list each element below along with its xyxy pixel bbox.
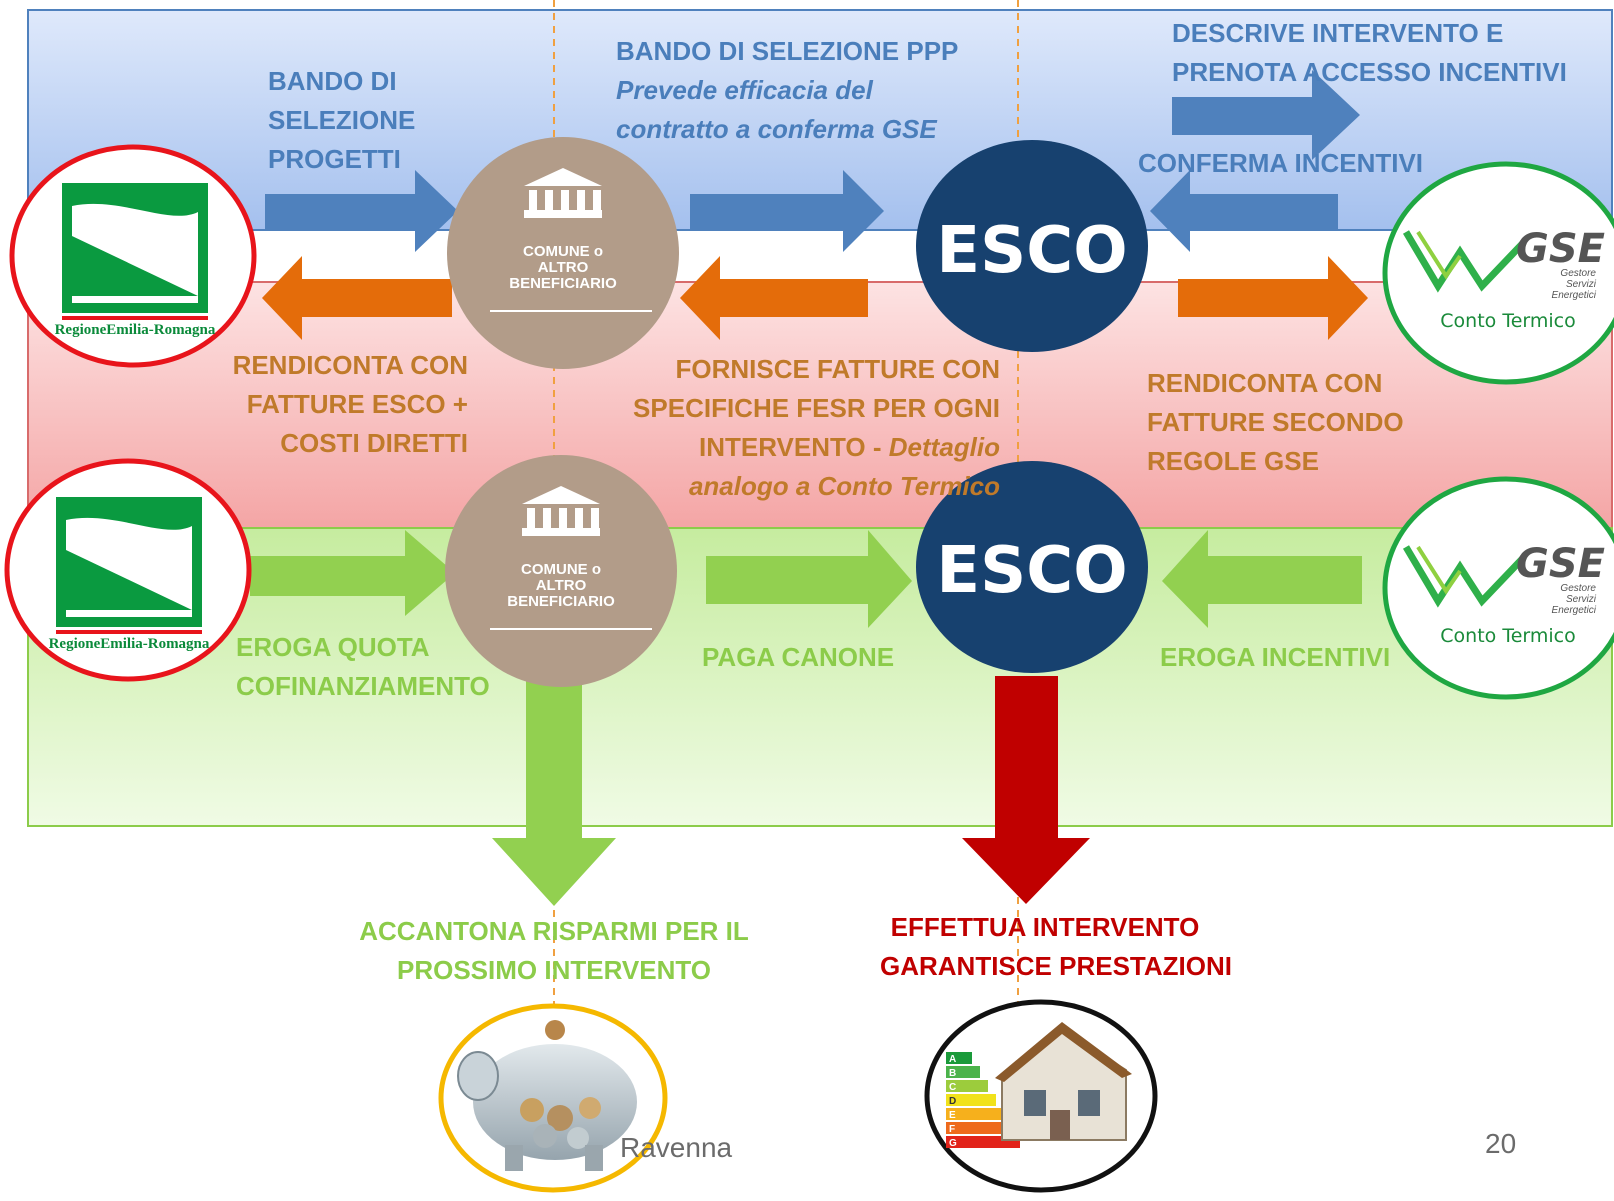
conto-termico-bottom: Conto Termico <box>1440 625 1575 647</box>
fornisce-line3-plain: INTERVENTO - <box>699 432 889 462</box>
eroga-quota-line1: EROGA QUOTA <box>236 632 430 662</box>
fornisce-line4: analogo a Conto Termico <box>688 471 1000 501</box>
energy-class-b: B <box>949 1068 956 1079</box>
rendiconta-gse-line1: RENDICONTA CON <box>1147 368 1383 398</box>
energy-class-f: F <box>949 1124 955 1135</box>
energy-class-g: G <box>949 1138 957 1149</box>
bando-progetti-line3: PROGETTI <box>268 144 401 174</box>
comune-label-bottom-line3: BENEFICIARIO <box>507 593 615 610</box>
gse-sub-top-1: Gestore <box>1560 268 1596 279</box>
arrow-regione-to-comune <box>265 170 458 252</box>
rendiconta-esco-line1: RENDICONTA CON <box>232 350 468 380</box>
gse-logo-top <box>1382 161 1614 385</box>
regione-label-top: RegioneEmilia-Romagna <box>55 322 216 338</box>
accantona-line1: ACCANTONA RISPARMI PER IL <box>359 916 749 946</box>
energy-class-e: E <box>949 1110 956 1121</box>
bando-ppp-sub-line2: contratto a conferma GSE <box>616 114 937 144</box>
bando-progetti-line2: SELEZIONE <box>268 105 416 135</box>
footer-location: Ravenna <box>620 1132 733 1163</box>
comune-label-bottom-line1: COMUNE o <box>521 561 601 578</box>
fornisce-line2: SPECIFICHE FESR PER OGNI <box>633 393 1000 423</box>
gse-logo-bottom <box>1382 476 1614 700</box>
esco-node-top <box>916 140 1148 352</box>
arrow-comune-to-regione-rendiconta <box>262 256 452 340</box>
regione-logo-top <box>9 144 257 368</box>
energy-class-d: D <box>949 1096 956 1107</box>
energy-class-a: A <box>949 1054 956 1065</box>
rendiconta-gse-line2: FATTURE SECONDO <box>1147 407 1404 437</box>
fornisce-line3: INTERVENTO - Dettaglio <box>699 428 1000 466</box>
gse-sub-bottom-3: Energetici <box>1552 605 1597 616</box>
regione-label-bottom: RegioneEmilia-Romagna <box>49 636 210 652</box>
conferma-label: CONFERMA INCENTIVI <box>1138 148 1424 178</box>
eroga-quota-line2: COFINANZIAMENTO <box>236 671 490 701</box>
arrow-comune-to-esco <box>690 170 884 252</box>
bando-progetti-line1: BANDO DI <box>268 66 397 96</box>
fornisce-line3-italic: Dettaglio <box>888 432 1000 462</box>
effettua-line2: GARANTISCE PRESTAZIONI <box>880 951 1232 981</box>
gse-sub-top-3: Energetici <box>1552 290 1597 301</box>
esco-label-top: ESCO <box>936 214 1127 288</box>
esco-label-bottom: ESCO <box>936 534 1127 608</box>
rendiconta-esco-line3: COSTI DIRETTI <box>280 428 468 458</box>
arrow-down-effettua <box>962 676 1090 904</box>
descrive-line1: DESCRIVE INTERVENTO E <box>1172 18 1504 48</box>
comune-label-top-line3: BENEFICIARIO <box>509 275 617 292</box>
comune-node-bottom <box>445 455 677 687</box>
arrow-comune-to-esco-canone <box>706 530 912 628</box>
arrow-esco-to-comune-fatture <box>680 256 868 340</box>
slide-page-number: 20 <box>1485 1128 1517 1159</box>
rendiconta-gse-line3: REGOLE GSE <box>1147 446 1319 476</box>
esco-node-bottom <box>916 461 1148 673</box>
piggy-bank-image <box>438 1003 668 1193</box>
energy-house-image <box>924 999 1158 1193</box>
gse-sub-bottom-2: Servizi <box>1566 594 1597 605</box>
fornisce-line1: FORNISCE FATTURE CON <box>675 354 1000 384</box>
gse-label-bottom: GSE <box>1516 541 1605 587</box>
energy-class-c: C <box>949 1082 956 1093</box>
arrow-gse-to-esco-conferma <box>1150 170 1338 252</box>
gse-label-top: GSE <box>1516 226 1605 272</box>
gse-sub-bottom-1: Gestore <box>1560 583 1596 594</box>
bando-ppp-sub-line1: Prevede efficacia del <box>616 75 873 105</box>
comune-node-top <box>447 137 679 369</box>
arrow-gse-to-esco-incentivi <box>1162 530 1362 628</box>
arrow-esco-to-gse-rendiconta <box>1178 256 1368 340</box>
eroga-incentivi: EROGA INCENTIVI <box>1160 642 1391 672</box>
accantona-line2: PROSSIMO INTERVENTO <box>397 955 711 985</box>
effettua-line1: EFFETTUA INTERVENTO <box>890 912 1200 942</box>
arrow-regione-to-comune-eroga <box>250 530 455 616</box>
arrow-down-accantona <box>492 662 616 906</box>
comune-label-top-line1: COMUNE o <box>523 243 603 260</box>
gse-sub-top-2: Servizi <box>1566 279 1597 290</box>
comune-label-bottom-line2: ALTRO <box>536 577 587 594</box>
rendiconta-esco-line2: FATTURE ESCO + <box>246 389 468 419</box>
comune-label-top-line2: ALTRO <box>538 259 589 276</box>
arrow-esco-to-gse-descrive <box>1172 70 1360 160</box>
paga-canone: PAGA CANONE <box>702 642 895 672</box>
regione-logo-bottom <box>4 458 252 682</box>
conto-termico-top: Conto Termico <box>1440 310 1575 332</box>
descrive-line2: PRENOTA ACCESSO INCENTIVI <box>1172 57 1567 87</box>
bando-ppp-title: BANDO DI SELEZIONE PPP <box>616 36 959 66</box>
